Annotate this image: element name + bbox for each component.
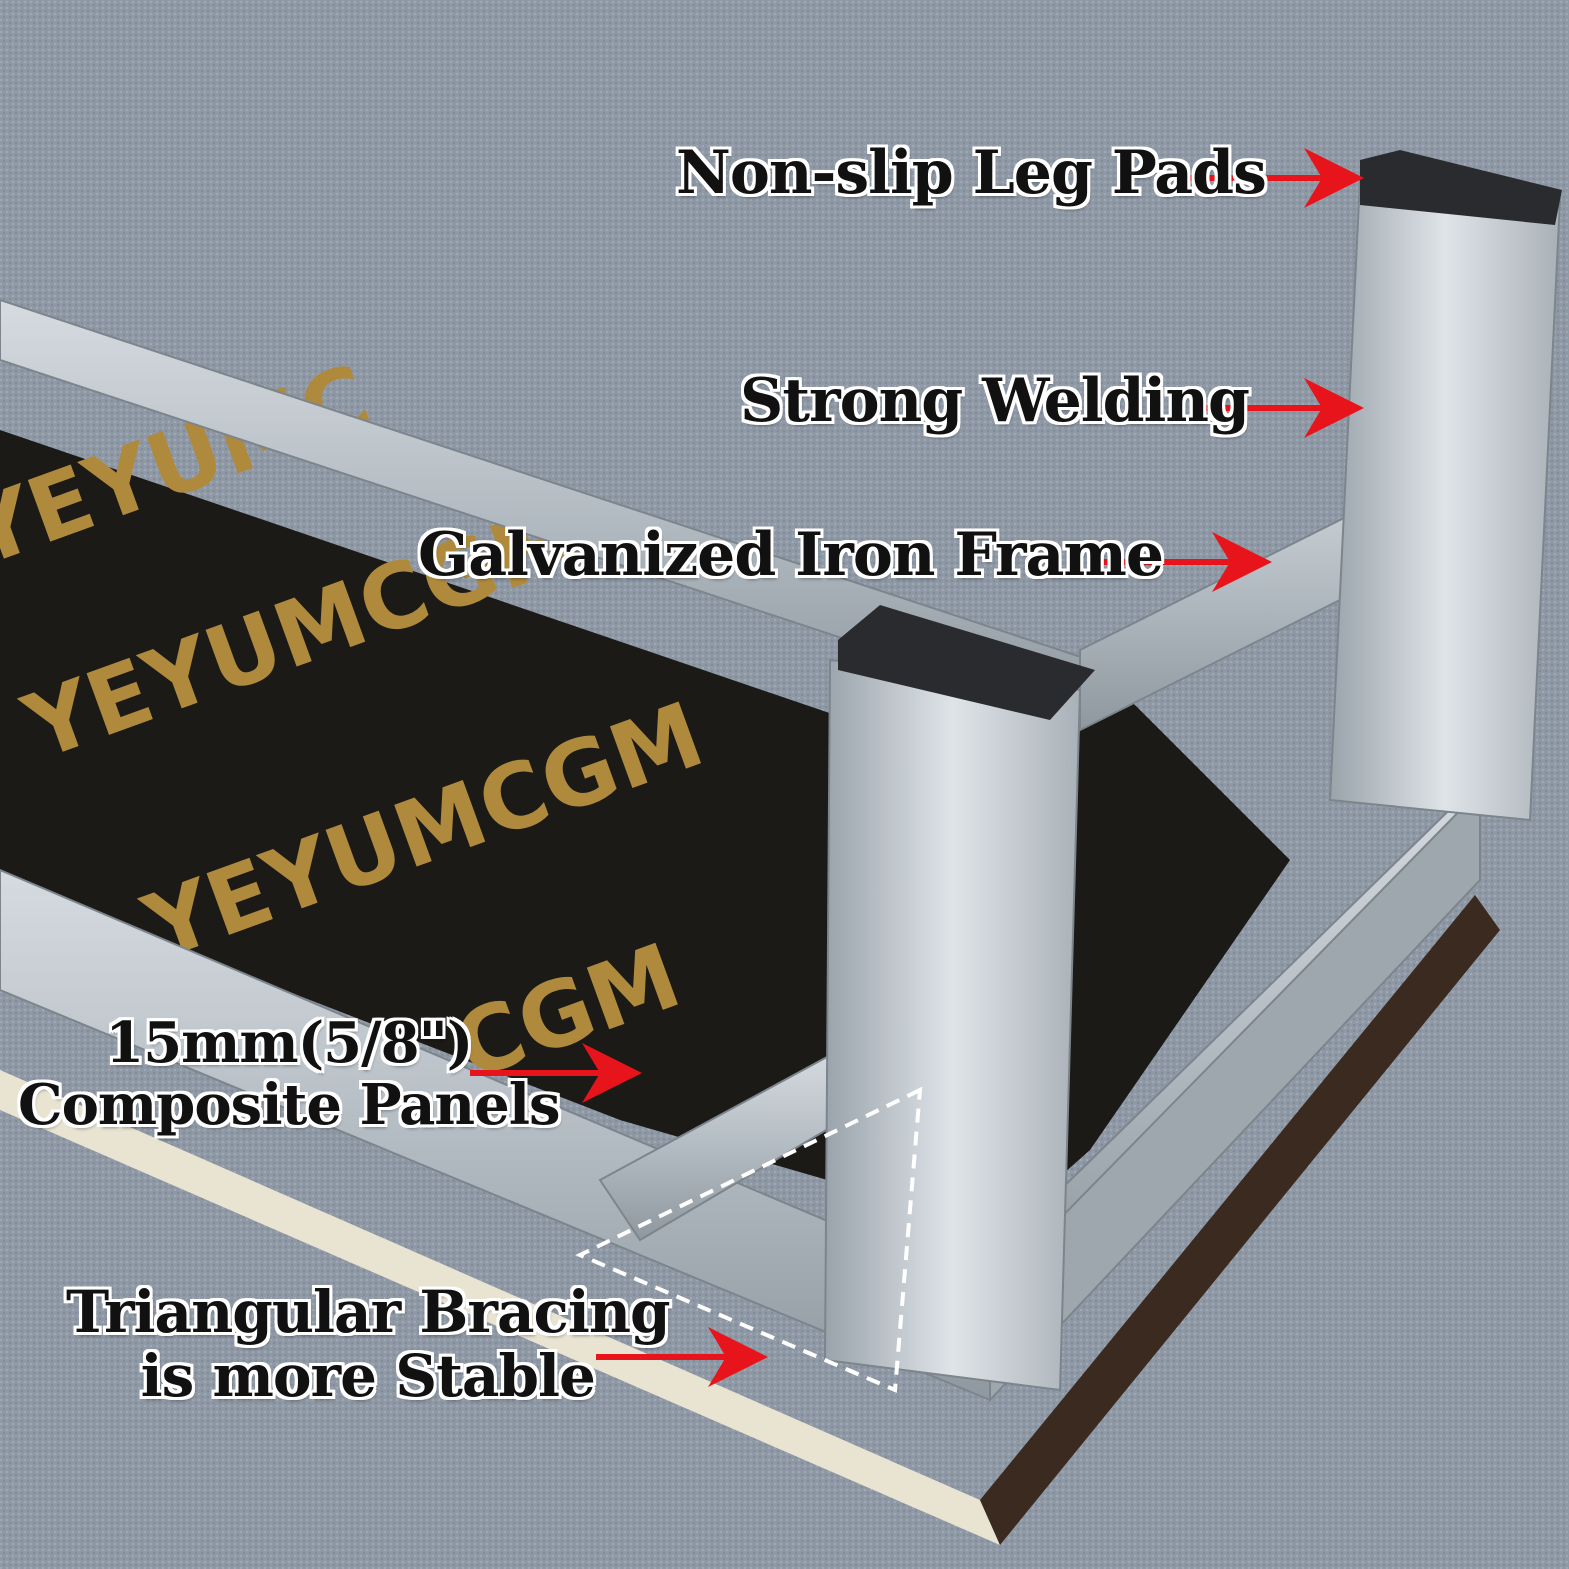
callout-leg-pads: Non-slip Leg Pads: [676, 138, 1267, 208]
callout-bracing: Triangular Bracing is more Stable: [66, 1278, 671, 1410]
panel-dark-edge: [980, 895, 1500, 1545]
callout-bracing-line1: Triangular Bracing: [66, 1278, 671, 1346]
callout-welding: Strong Welding: [740, 366, 1250, 436]
rear-leg-pad: [1360, 150, 1562, 225]
callout-panels-line1: 15mm(5/8"): [105, 1010, 473, 1076]
front-leg: [823, 658, 1082, 1392]
callout-panels: 15mm(5/8") Composite Panels: [18, 1010, 561, 1138]
bracing-triangle-outline: [575, 1086, 923, 1393]
rear-leg: [1328, 178, 1562, 822]
front-leg-pad: [838, 605, 1095, 720]
callout-panels-line2: Composite Panels: [18, 1072, 561, 1138]
callout-frame: Galvanized Iron Frame: [418, 520, 1164, 590]
plywood-edge: [0, 1070, 1000, 1545]
callout-bracing-line2: is more Stable: [140, 1342, 596, 1410]
